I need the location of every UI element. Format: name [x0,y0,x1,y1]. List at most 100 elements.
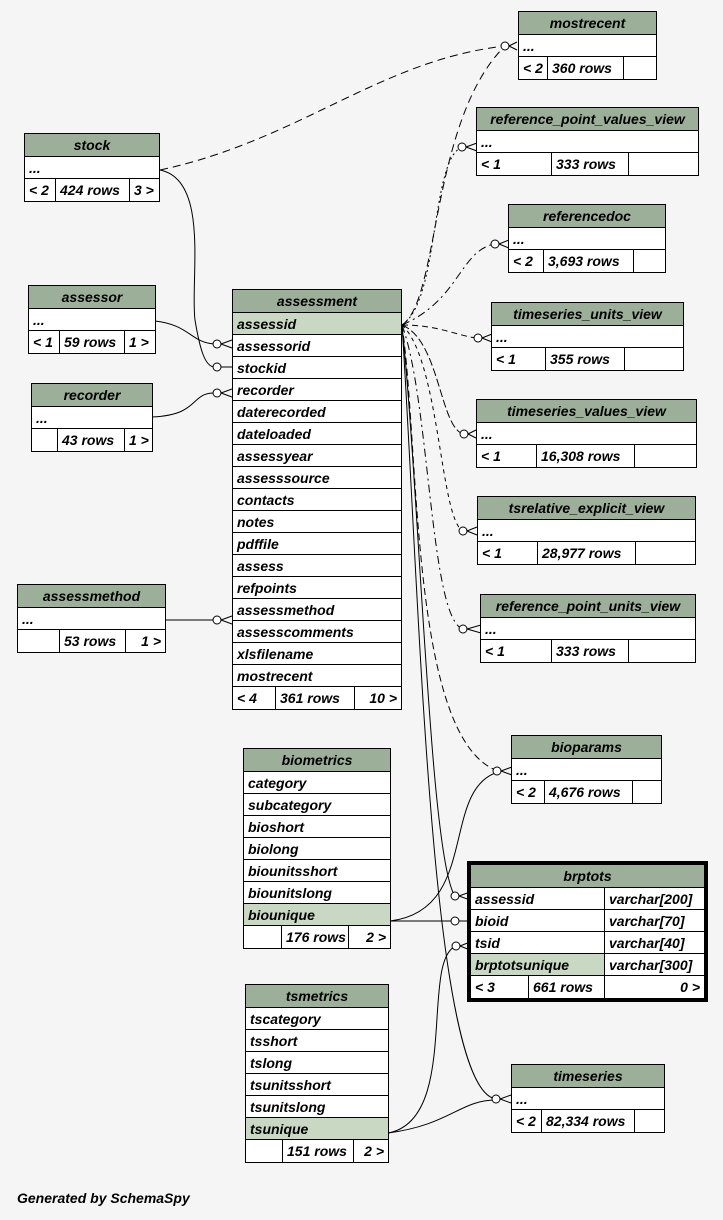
table-reference-point-units-view[interactable]: reference_point_units_view ... < 1 333 r… [480,594,696,663]
parents-link[interactable]: < 1 [477,445,537,467]
table-row: ... [519,35,656,57]
parents-link[interactable]: < 1 [29,331,60,353]
column-row[interactable]: notes [233,511,401,533]
column-row[interactable]: tsshort [246,1030,388,1052]
children-link[interactable]: 1 > [141,633,161,649]
table-assessor[interactable]: assessor ... < 1 59 rows 1 > [28,285,156,354]
parents-link[interactable]: < 1 [481,640,552,662]
table-footer: 53 rows 1 > [18,630,165,652]
children-link[interactable]: 10 > [369,690,397,706]
children-link[interactable] [629,640,695,662]
table-row: ... [29,309,155,331]
table-footer: < 2 3,693 rows [509,250,665,272]
column-row[interactable]: assesscomments [233,621,401,643]
column-row[interactable]: assess [233,555,401,577]
children-link[interactable]: 2 > [366,929,386,945]
table-stock[interactable]: stock ... < 2 424 rows 3 > [24,133,160,202]
children-link[interactable] [633,781,661,803]
children-link[interactable] [624,57,656,79]
table-assessmethod[interactable]: assessmethod ... 53 rows 1 > [17,584,166,653]
parents-link[interactable] [246,1140,283,1162]
children-link[interactable]: 2 > [364,1143,384,1159]
table-row: ... [481,618,695,640]
parents-link[interactable]: < 2 [509,250,544,272]
parents-link[interactable]: < 4 [233,687,276,709]
table-row: ... [25,157,159,179]
parents-link[interactable] [18,630,60,652]
parents-link[interactable]: < 1 [492,348,546,370]
children-link[interactable] [636,542,695,564]
table-tsrelative-explicit-view[interactable]: tsrelative_explicit_view ... < 1 28,977 … [477,496,696,565]
column-row[interactable]: biounique [244,904,390,926]
table-referencedoc[interactable]: referencedoc ... < 2 3,693 rows [508,204,666,273]
column-row[interactable]: contacts [233,489,401,511]
parents-link[interactable] [32,429,58,451]
column-row[interactable]: assessid [233,313,401,335]
table-footer: < 4 361 rows 10 > [233,687,401,709]
parents-link[interactable]: < 2 [512,1110,542,1132]
row-count: 661 rows [529,976,605,998]
column-row[interactable]: daterecorded [233,401,401,423]
parents-link[interactable]: < 2 [512,781,545,803]
parents-link[interactable]: < 1 [478,542,538,564]
children-link[interactable]: 1 > [129,432,149,448]
column-row[interactable]: assesssource [233,467,401,489]
column-row[interactable]: biounitsshort [244,860,390,882]
parents-link[interactable]: < 2 [519,57,548,79]
table-mostrecent[interactable]: mostrecent ... < 2 360 rows [518,11,657,80]
column-row[interactable]: pdffile [233,533,401,555]
children-link[interactable] [635,445,696,467]
rel-assessment-timeseries [401,324,497,1100]
column-row[interactable]: tsunitsshort [246,1074,388,1096]
column-row[interactable]: mostrecent [233,665,401,687]
row-count: 4,676 rows [545,781,633,803]
children-link[interactable] [629,153,698,175]
children-link[interactable] [625,348,683,370]
column-row[interactable]: assessyear [233,445,401,467]
children-link[interactable] [635,1110,664,1132]
column-row[interactable]: biounitslong [244,882,390,904]
children-link[interactable]: 3 > [134,182,154,198]
row-count: 43 rows [58,429,125,451]
column-row[interactable]: xlsfilename [233,643,401,665]
parents-link[interactable]: < 2 [25,179,56,201]
column-row[interactable]: bioshort [244,816,390,838]
children-link[interactable] [634,250,665,272]
table-timeseries-units-view[interactable]: timeseries_units_view ... < 1 355 rows [491,302,684,371]
table-reference-point-values-view[interactable]: reference_point_values_view ... < 1 333 … [476,107,699,176]
parents-link[interactable]: < 1 [477,153,552,175]
table-row: ... [477,423,696,445]
column-row[interactable]: subcategory [244,794,390,816]
parents-link[interactable] [244,926,282,948]
children-link[interactable]: 0 > [680,979,700,995]
column-row[interactable]: assessmethod [233,599,401,621]
table-timeseries-values-view[interactable]: timeseries_values_view ... < 1 16,308 ro… [476,399,697,468]
table-footer: < 1 333 rows [477,153,698,175]
column-row[interactable]: tscategory [246,1008,388,1030]
table-timeseries[interactable]: timeseries ... < 2 82,334 rows [511,1064,665,1133]
column-row[interactable]: assessorid [233,335,401,357]
row-count: 333 rows [552,640,629,662]
column-row[interactable]: refpoints [233,577,401,599]
column-row[interactable]: biolong [244,838,390,860]
column-row[interactable]: recorder [233,379,401,401]
children-link[interactable]: 1 > [129,334,149,350]
column-row[interactable]: tsunique [246,1118,388,1140]
column-row[interactable]: category [244,772,390,794]
table-bioparams[interactable]: bioparams ... < 2 4,676 rows [511,735,662,804]
column-row[interactable]: tslong [246,1052,388,1074]
column-row[interactable]: tsunitslong [246,1096,388,1118]
parents-link[interactable]: < 3 [471,976,529,998]
rel-tsmetrics-brptots [387,945,457,1134]
column-row[interactable]: dateloaded [233,423,401,445]
column-row[interactable]: stockid [233,357,401,379]
table-recorder[interactable]: recorder ... 43 rows 1 > [31,383,153,452]
